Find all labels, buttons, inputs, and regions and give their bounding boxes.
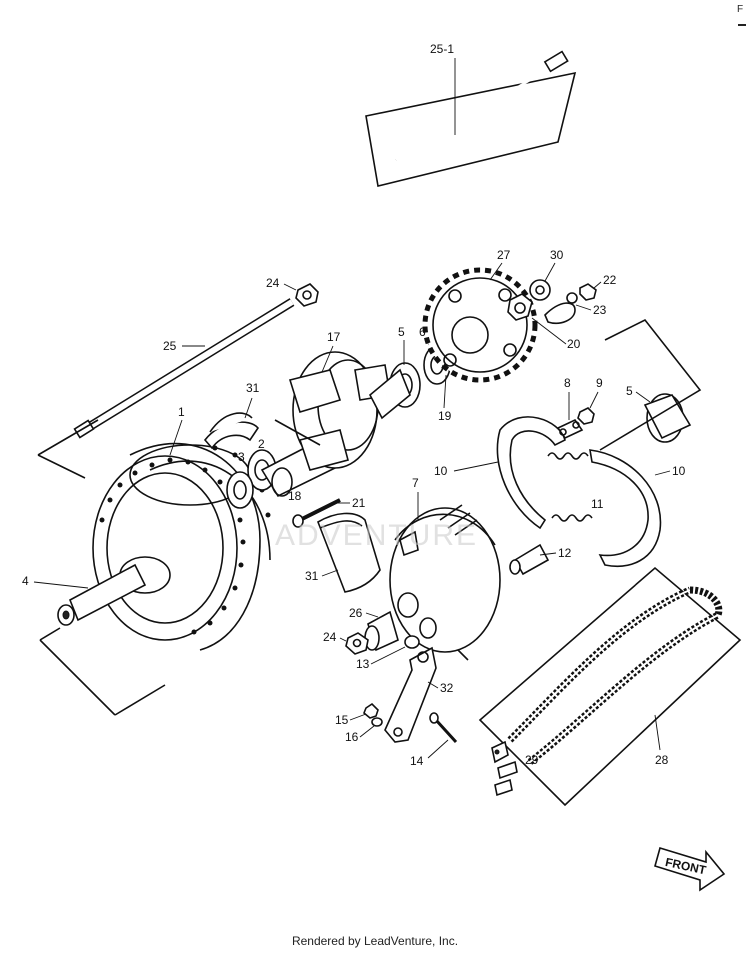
part-label-5-left: 5 xyxy=(398,325,405,339)
part-label-5-right: 5 xyxy=(626,384,633,398)
part-label-24-top: 24 xyxy=(266,276,280,290)
part-label-30: 30 xyxy=(550,248,564,262)
part-label-29: 29 xyxy=(525,753,539,767)
part-label-15: 15 xyxy=(335,713,349,727)
part-label-27: 27 xyxy=(497,248,511,262)
part-label-25-1: 25-1 xyxy=(430,42,454,56)
part-label-10-left: 10 xyxy=(434,464,448,478)
nut-24-lower xyxy=(345,632,369,655)
brake-shoe-10-right xyxy=(589,449,662,567)
nut-9 xyxy=(577,407,595,425)
axle-25 xyxy=(37,298,295,479)
part-label-31-lower: 31 xyxy=(305,569,319,583)
bearing-5-right xyxy=(599,318,702,451)
part-label-28: 28 xyxy=(655,753,669,767)
sprocket-27 xyxy=(422,267,538,383)
part-label-18: 18 xyxy=(288,489,302,503)
springs-11 xyxy=(547,452,593,522)
nut-20 xyxy=(507,293,533,321)
footer-credit: Rendered by LeadVenture, Inc. xyxy=(291,934,459,948)
part-label-14: 14 xyxy=(410,754,424,768)
damper-31-top xyxy=(203,421,259,450)
part-label-12: 12 xyxy=(558,546,572,560)
master-link-29 xyxy=(491,740,518,797)
part-label-2: 2 xyxy=(258,437,265,451)
nut-15 xyxy=(363,702,379,719)
washer-30 xyxy=(529,279,551,301)
damper-31-lower xyxy=(317,512,381,593)
bolt-14 xyxy=(429,712,458,744)
axle-inset-box xyxy=(365,50,577,187)
nut-24-top xyxy=(295,283,319,307)
collar-26 xyxy=(364,610,399,652)
brake-panel-7 xyxy=(389,504,501,661)
brake-arm-32 xyxy=(384,646,437,743)
bearing-5-sprocket xyxy=(368,362,421,420)
part-label-13: 13 xyxy=(356,657,370,671)
part-label-4: 4 xyxy=(22,574,29,588)
part-label-7: 7 xyxy=(412,476,419,490)
part-label-1: 1 xyxy=(178,405,185,419)
part-label-31-top: 31 xyxy=(246,381,260,395)
brake-cam-12 xyxy=(509,543,550,576)
part-label-10-right: 10 xyxy=(672,464,686,478)
part-label-25: 25 xyxy=(163,339,177,353)
part-label-21: 21 xyxy=(352,496,366,510)
part-label-20: 20 xyxy=(567,337,581,351)
drive-chain-28-box xyxy=(478,566,742,807)
part-label-32: 32 xyxy=(440,681,454,695)
part-label-8: 8 xyxy=(564,376,571,390)
part-label-24-lower: 24 xyxy=(323,630,337,644)
corner-mark-bar xyxy=(738,24,746,26)
spacer-4 xyxy=(39,563,166,716)
watermark-text: ADVENTURE xyxy=(275,519,478,552)
part-label-16: 16 xyxy=(345,730,359,744)
part-label-3: 3 xyxy=(238,450,245,464)
corner-mark: F xyxy=(737,4,744,15)
lock-plate-23 xyxy=(544,292,578,325)
part-label-26: 26 xyxy=(349,606,363,620)
part-label-19: 19 xyxy=(438,409,452,423)
sprocket-coupling-17 xyxy=(274,351,391,471)
part-label-17: 17 xyxy=(327,330,341,344)
washer-13 xyxy=(404,635,420,649)
front-direction-arrow: FRONT xyxy=(654,846,726,892)
part-label-22: 22 xyxy=(603,273,617,287)
nut-22 xyxy=(579,283,597,301)
bearing-3 xyxy=(226,471,254,509)
bolt-21 xyxy=(292,498,341,528)
part-label-11: 11 xyxy=(591,497,604,511)
brake-shoe-10-left xyxy=(496,416,566,530)
damper-31-top-edge xyxy=(209,412,253,433)
washer-16 xyxy=(371,717,383,727)
part-label-9: 9 xyxy=(596,376,603,390)
part-label-23: 23 xyxy=(593,303,607,317)
pin-8 xyxy=(556,418,584,440)
part-label-6: 6 xyxy=(419,325,426,339)
